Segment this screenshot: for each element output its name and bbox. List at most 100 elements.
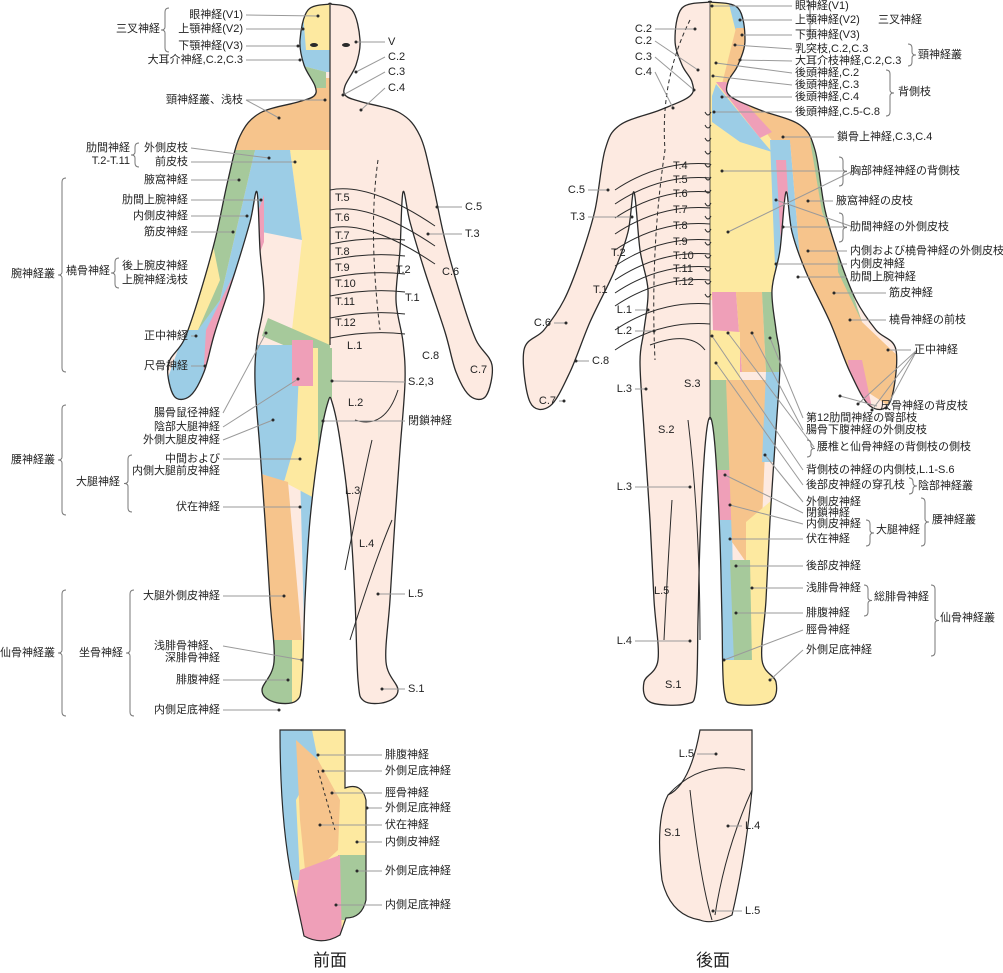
back-label: 鎖骨上神経,C.3,C.4	[837, 131, 933, 143]
leader-dot	[316, 753, 320, 757]
leader-dot	[688, 485, 692, 489]
back-label: 大耳介枝神経,C.2,C.3	[795, 55, 902, 67]
leader-line	[857, 349, 918, 405]
leader-line	[885, 349, 918, 409]
leader-dot	[710, 334, 714, 338]
leader-dot	[733, 43, 737, 47]
leader-dot	[300, 658, 304, 662]
leader-dot	[734, 564, 738, 568]
spine-process-icon	[704, 150, 712, 155]
leader-line	[245, 99, 280, 119]
spine-process-icon	[704, 124, 712, 129]
leader-dot	[696, 68, 700, 72]
back-label: 腸骨下腹神経の外側皮枝	[806, 424, 927, 436]
brace	[838, 156, 848, 187]
back-label: T.12	[673, 276, 694, 288]
back-label: C.8	[592, 355, 610, 367]
front-label: L.4	[359, 538, 375, 550]
back-label: 総腓骨神経	[874, 591, 929, 603]
back-label: C.3	[634, 51, 652, 63]
front-label: 伏在神経	[176, 501, 220, 513]
spine-process-icon	[704, 293, 712, 298]
leader-line	[654, 40, 699, 71]
spine-process-icon	[704, 137, 712, 142]
front-foot-label: 腓腹神経	[385, 749, 429, 761]
front-label: 前皮枝	[155, 156, 188, 168]
leader-line	[715, 62, 793, 74]
leader-dot	[334, 903, 338, 907]
leader-dot	[774, 198, 778, 202]
leader-line	[727, 170, 854, 233]
back-label: 外側皮神経	[806, 496, 861, 508]
back-label: C.7	[538, 395, 556, 407]
back-label: 背側枝の神経の内側枝,L.1-S.6	[806, 464, 955, 476]
front-dashed-line	[372, 159, 381, 331]
eye-icon	[310, 43, 318, 47]
front-label: C.8	[422, 350, 440, 362]
back-label: 尺骨神経の背皮枝	[880, 400, 968, 412]
lateral-plantar-region	[716, 660, 782, 706]
back-label: 下顎神経(V3)	[795, 29, 860, 41]
front-dermatome-line	[329, 208, 436, 247]
back-label: 頸神経叢	[918, 49, 962, 61]
front-label: 上腕神経浅枝	[122, 274, 188, 286]
leader-dot	[688, 639, 692, 643]
front-foot-label: 脛骨神経	[385, 787, 429, 799]
back-dermatome-line	[614, 279, 711, 307]
back-label: 後頭神経,C.5-C.8	[795, 106, 880, 118]
front-label: 大腿神経	[76, 476, 120, 488]
front-dermatome-line	[329, 226, 436, 265]
front-label: V	[388, 36, 396, 48]
leader-dot	[726, 331, 730, 335]
front-label: 橈骨神経	[66, 265, 110, 277]
back-label: 陰部神経叢	[918, 480, 973, 492]
front-label: 腋窩神経	[144, 174, 188, 186]
front-label: S.2,3	[408, 376, 434, 388]
front-foot-label: 外側足底神経	[385, 865, 451, 877]
back-label: 三叉神経	[878, 14, 922, 26]
brace	[907, 43, 917, 67]
sural-region	[730, 560, 752, 662]
leader-dot	[848, 318, 852, 322]
leader-dot	[354, 40, 358, 44]
front-label: 腕神経叢	[11, 268, 55, 280]
front-dermatome-line	[329, 272, 406, 279]
leader-dot	[726, 824, 730, 828]
leader-dot	[714, 61, 718, 65]
spine-process-icon	[704, 111, 712, 116]
back-label: T.6	[673, 188, 688, 200]
spine-process-icon	[704, 202, 712, 207]
leader-dot	[763, 453, 767, 457]
front-label: 眼神経(V1)	[189, 9, 243, 21]
leader-dot	[646, 308, 650, 312]
back-label: T.11	[673, 263, 693, 275]
v1-region	[290, 3, 330, 50]
leader-dot	[301, 27, 305, 31]
leader-dot	[740, 33, 744, 37]
leader-line	[654, 56, 695, 91]
front-label: C.2	[388, 51, 406, 63]
leader-dot	[376, 592, 380, 596]
back-label: T.4	[673, 160, 688, 172]
back-label: T.3	[570, 211, 585, 223]
back-label: 浅腓骨神経	[806, 582, 861, 594]
eye-icon	[342, 43, 350, 47]
leader-line	[871, 349, 918, 411]
front-label: 正中神経	[144, 330, 188, 342]
back-label: 後部皮神経	[806, 560, 861, 572]
back-label: 仙骨神経叢	[940, 612, 995, 624]
front-dermatome-line	[329, 254, 406, 261]
front-label: 内側足底神経	[154, 704, 220, 716]
front-label: 腓腹神経	[176, 674, 220, 686]
leader-line	[724, 474, 804, 514]
front-foot-label: 内側皮神経	[385, 836, 440, 848]
back-label: 腋窩神経の皮枝	[836, 195, 913, 207]
obturator-region	[710, 470, 732, 522]
leader-line	[764, 454, 804, 503]
medial-cutaneous-region	[167, 150, 302, 400]
front-label: 腸骨鼠径神経	[154, 407, 220, 419]
leader-dot	[781, 225, 785, 229]
back-label: 腓腹神経	[806, 607, 850, 619]
back-label: S.3	[684, 378, 701, 390]
front-body-outline	[166, 2, 494, 705]
